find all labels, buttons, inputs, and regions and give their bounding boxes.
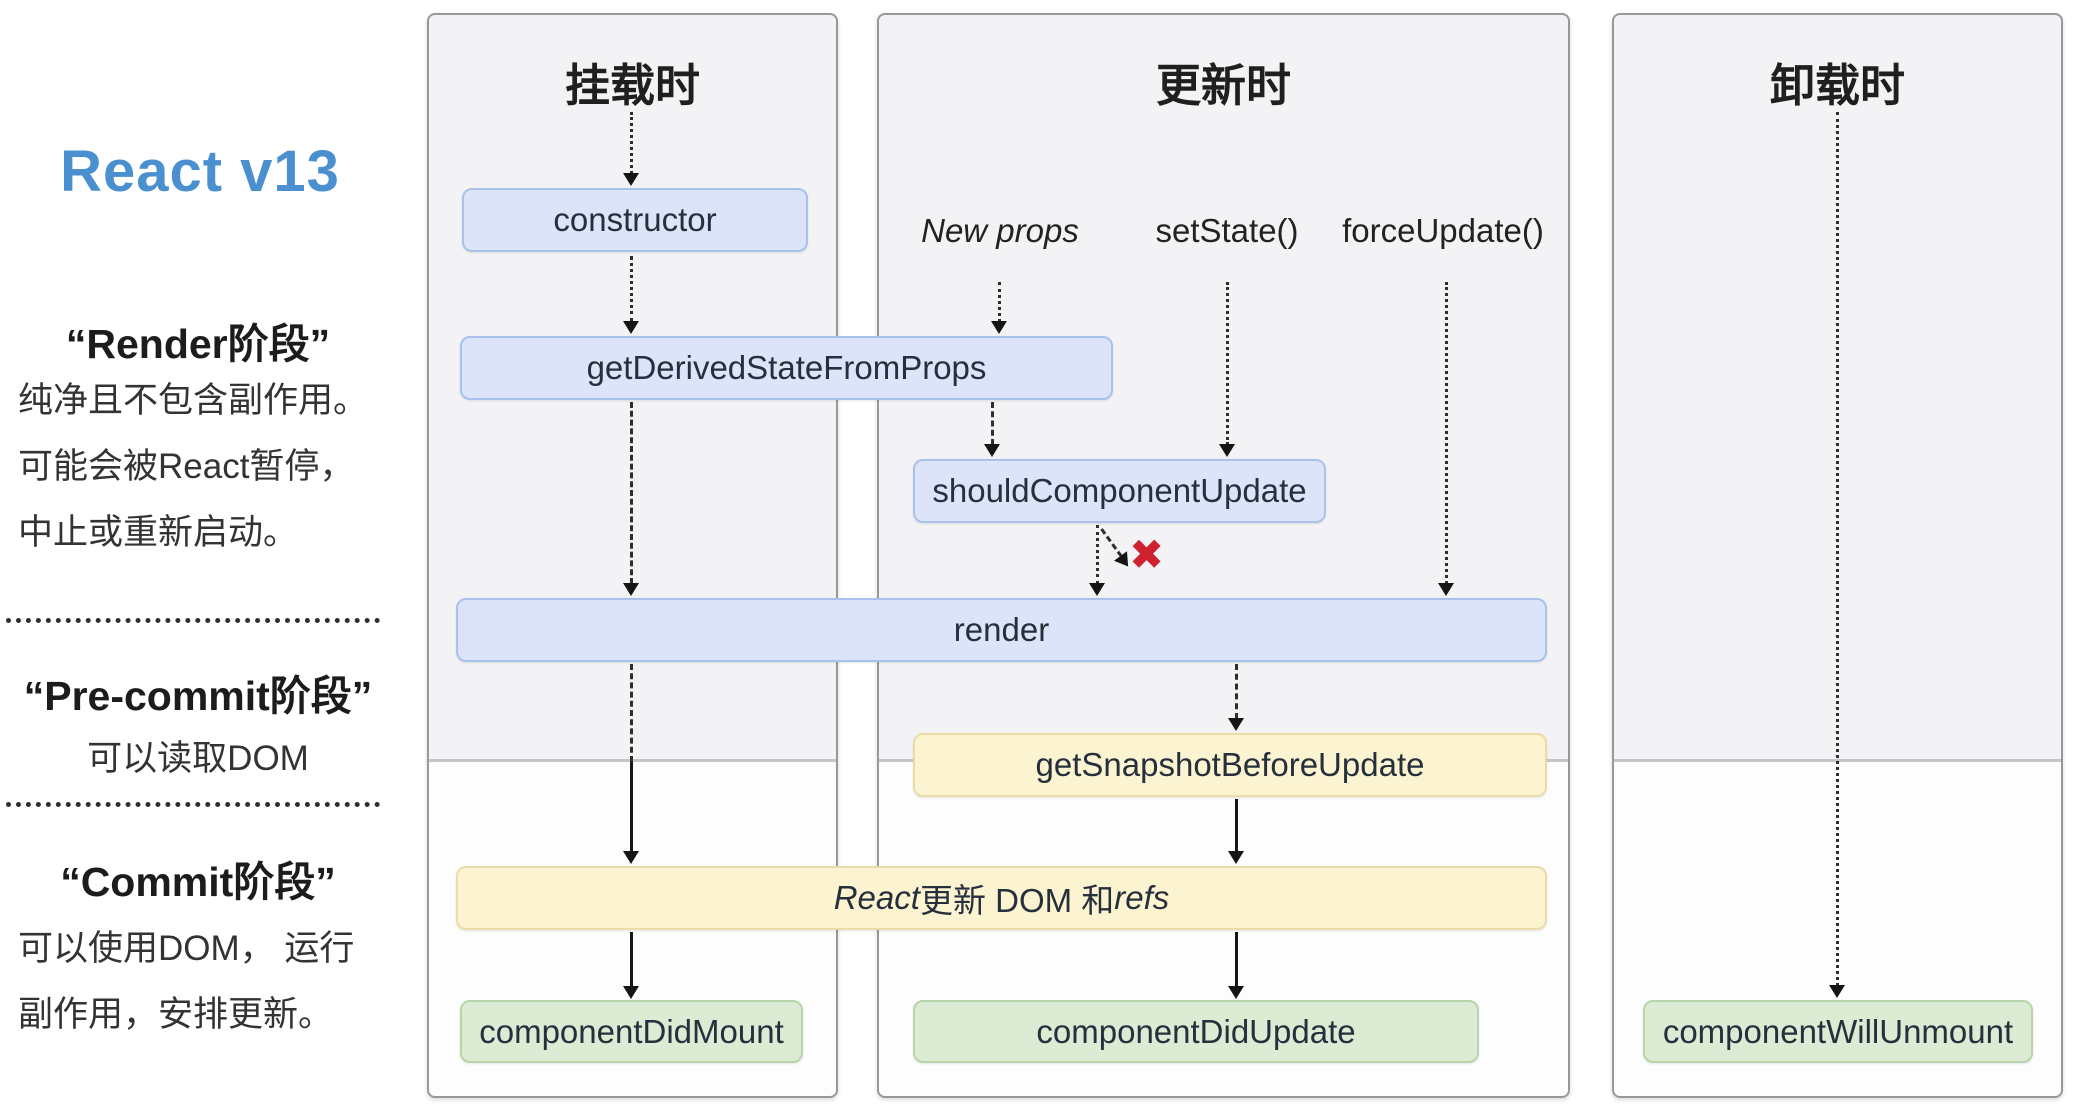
arrow-shouldupdate-to-render — [1089, 525, 1105, 596]
reject-x-icon: ✖ — [1129, 531, 1165, 578]
render-phase-line: 中止或重新启动。 — [18, 513, 299, 552]
arrow-forceupdate-to-render — [1438, 282, 1454, 596]
forceupdate-label: forceUpdate() — [1342, 212, 1544, 249]
setstate-label: setState() — [1155, 212, 1299, 249]
arrow-mount-to-constructor — [623, 112, 639, 186]
react-updates-dom-suffix: refs — [1114, 879, 1170, 916]
arrow-setstate-to-shouldupdate — [1219, 282, 1235, 457]
componentdidmount-node: componentDidMount — [460, 1000, 803, 1063]
updating-panel-title: 更新时 — [1155, 60, 1291, 111]
getderivedstatefromprops-node: getDerivedStateFromProps — [460, 336, 1113, 400]
render-phase-line: 可能会被React暂停， — [18, 447, 355, 486]
constructor-node: constructor — [462, 188, 808, 252]
arrow-domupdate-to-didmount — [623, 932, 639, 999]
render-phase-line: 纯净且不包含副作用。 — [18, 381, 369, 420]
arrow-render-to-domupdate — [623, 664, 639, 864]
react-updates-dom-prefix: React — [833, 879, 920, 916]
mounting-panel-title: 挂载时 — [564, 60, 700, 111]
shouldcomponentupdate-node: shouldComponentUpdate — [913, 459, 1326, 523]
arrow-getderived-to-shouldupdate — [984, 402, 1000, 457]
commit-phase-line: 副作用，安排更新。 — [18, 995, 334, 1034]
new-props-label: New props — [921, 212, 1079, 249]
arrow-getsnapshot-to-domupdate — [1228, 799, 1244, 864]
react-updates-dom-text: 更新 DOM 和 — [919, 882, 1115, 919]
componentdidupdate-node: componentDidUpdate — [913, 1000, 1479, 1063]
arrow-constructor-to-getderived — [623, 256, 639, 334]
commit-phase-heading: “Commit阶段” — [60, 859, 336, 905]
arrow-domupdate-to-didupdate — [1228, 932, 1244, 999]
componentwillunmount-node: componentWillUnmount — [1643, 1000, 2033, 1063]
getsnapshotbeforeupdate-node: getSnapshotBeforeUpdate — [913, 733, 1547, 797]
sidebar: React v13 “Render阶段” 纯净且不包含副作用。 可能会被Reac… — [0, 0, 400, 1120]
unmounting-panel-title: 卸载时 — [1769, 60, 1905, 111]
precommit-phase-line: 可以读取DOM — [87, 739, 309, 778]
page-title: React v13 — [60, 139, 340, 204]
arrow-newprops-to-getderived — [991, 282, 1007, 334]
render-phase-heading: “Render阶段” — [65, 321, 331, 367]
precommit-phase-heading: “Pre-commit阶段” — [23, 673, 373, 719]
render-node: render — [456, 598, 1547, 662]
phase-divider — [6, 802, 380, 807]
commit-phase-line: 可以使用DOM， 运行 — [18, 929, 355, 968]
phase-divider — [6, 618, 380, 623]
arrow-render-to-getsnapshot — [1228, 664, 1244, 731]
arrow-unmount-to-willunmount — [1829, 112, 1845, 998]
updating-panel: 更新时 — [877, 13, 1570, 1098]
arrow-getderived-to-render — [623, 402, 639, 596]
